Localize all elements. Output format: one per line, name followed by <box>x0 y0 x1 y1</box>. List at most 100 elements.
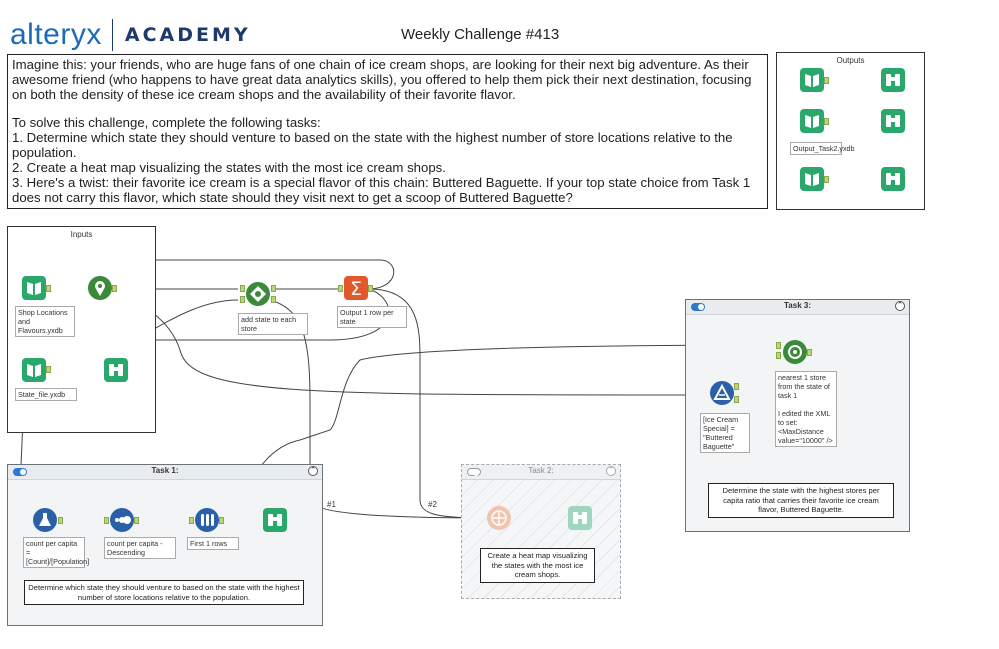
description-task-1: 1. Determine which state they should ven… <box>12 130 733 160</box>
output-anchor[interactable] <box>46 285 51 292</box>
output-input-tool-3[interactable] <box>800 167 824 191</box>
browse-tool-task2[interactable] <box>568 506 592 530</box>
task1-collapse-icon[interactable]: ⌃ <box>308 466 318 476</box>
task3-toggle[interactable] <box>691 303 705 311</box>
sigma-icon: Σ <box>350 278 362 300</box>
binoculars-icon <box>109 364 123 376</box>
outputs-box-title: Outputs <box>836 56 865 65</box>
wire-summarize-heatmap <box>368 288 486 519</box>
task2-toggle[interactable] <box>467 468 481 476</box>
input-tool-shop-locations[interactable] <box>22 276 46 300</box>
output-anchor[interactable] <box>824 118 829 125</box>
description-task-2: 2. Create a heat map visualizing the sta… <box>12 160 446 175</box>
output-anchor[interactable] <box>58 517 63 524</box>
input1-label: Shop Locations and Flavours.yxdb <box>15 306 75 337</box>
book-icon <box>805 173 819 186</box>
wire-input-filter <box>113 298 706 396</box>
sort-tool[interactable] <box>110 508 134 532</box>
browse-tool-state[interactable] <box>104 358 128 382</box>
inputs-box-title: Inputs <box>70 230 93 239</box>
task3-collapse-icon[interactable]: ⌃ <box>895 301 905 311</box>
filter-tool[interactable] <box>710 381 734 405</box>
formula-tool[interactable] <box>33 508 57 532</box>
connection-label-2: #2 <box>428 500 437 509</box>
task1-header: Task 1: ⌃ <box>8 465 322 480</box>
input2-label: State_file.yxdb <box>15 388 77 401</box>
output-file-label: Output_Task2.yxdb <box>790 142 855 155</box>
brand-name: alteryx <box>10 18 102 51</box>
input-anchor[interactable] <box>240 296 245 303</box>
binoculars-icon <box>886 115 900 127</box>
task3-header: Task 3: ⌃ <box>686 300 909 315</box>
binoculars-icon <box>268 514 282 526</box>
spatial-match-tool[interactable] <box>246 282 270 306</box>
binoculars-icon <box>886 74 900 86</box>
target-icon <box>788 345 802 359</box>
input-tool-state-file[interactable] <box>22 358 46 382</box>
book-icon <box>805 74 819 87</box>
input-anchor[interactable] <box>338 285 343 292</box>
task1-toggle[interactable] <box>13 468 27 476</box>
output-anchor[interactable] <box>134 517 139 524</box>
description-intro: Imagine this: your friends, who are huge… <box>12 57 752 102</box>
book-icon <box>27 282 41 295</box>
true-anchor[interactable] <box>734 383 739 390</box>
spatial-match-label: add state to each store <box>238 313 308 335</box>
geocode-tool[interactable] <box>88 276 112 300</box>
task2-collapse-icon[interactable]: ⌃ <box>606 466 616 476</box>
input-anchor[interactable] <box>776 352 781 359</box>
find-nearest-label: nearest 1 store from the state of task 1… <box>775 371 837 447</box>
binoculars-icon <box>886 173 900 185</box>
output-anchor[interactable] <box>271 285 276 292</box>
filter-triangle-icon <box>713 383 731 400</box>
description-tasks-heading: To solve this challenge, complete the fo… <box>12 115 321 130</box>
formula-label: count per capita = [Count]/[Population] <box>23 537 89 568</box>
test-tubes-icon <box>201 514 214 526</box>
output-anchor[interactable] <box>271 296 276 303</box>
heatmap-tool[interactable] <box>487 506 511 530</box>
input-anchor[interactable] <box>776 342 781 349</box>
find-nearest-tool[interactable] <box>783 340 807 364</box>
spatial-match-icon <box>250 286 266 302</box>
connection-label-1: #1 <box>327 500 336 509</box>
output-anchor[interactable] <box>824 77 829 84</box>
output-anchor[interactable] <box>368 285 373 292</box>
book-icon <box>27 364 41 377</box>
output-anchor[interactable] <box>807 349 812 356</box>
input-anchor[interactable] <box>240 285 245 292</box>
task3-title: Task 3: <box>784 301 811 310</box>
task2-header: Task 2: ⌃ <box>462 465 620 480</box>
sample-label: First 1 rows <box>187 537 239 550</box>
brand-logo: alteryx ACADEMY <box>10 18 251 52</box>
false-anchor[interactable] <box>734 396 739 403</box>
task2-note: Create a heat map visualizing the states… <box>480 548 595 583</box>
brand-subname: ACADEMY <box>124 24 251 46</box>
output-browse-tool-3[interactable] <box>881 167 905 191</box>
book-icon <box>805 115 819 128</box>
summarize-tool[interactable]: Σ <box>344 276 368 300</box>
sort-label: count per capita - Descending <box>104 537 176 559</box>
output-anchor[interactable] <box>219 517 224 524</box>
sample-tool[interactable] <box>195 508 219 532</box>
challenge-description: Imagine this: your friends, who are huge… <box>7 54 768 209</box>
output-anchor[interactable] <box>112 285 117 292</box>
filter-label: [Ice Cream Special] = "Buttered Baguette… <box>700 413 750 453</box>
browse-tool-task1[interactable] <box>263 508 287 532</box>
binoculars-icon <box>573 512 587 524</box>
input-anchor[interactable] <box>104 517 109 524</box>
task2-title: Task 2: <box>528 466 554 475</box>
output-input-tool-2[interactable] <box>800 109 824 133</box>
challenge-title: Weekly Challenge #413 <box>401 26 560 43</box>
map-pin-icon <box>95 281 105 296</box>
output-browse-tool-1[interactable] <box>881 68 905 92</box>
output-anchor[interactable] <box>46 366 51 373</box>
output-anchor[interactable] <box>824 176 829 183</box>
svg-text:Σ: Σ <box>350 278 362 300</box>
output-browse-tool-2[interactable] <box>881 109 905 133</box>
input-anchor[interactable] <box>189 517 194 524</box>
task3-note: Determine the state with the highest sto… <box>708 483 894 518</box>
description-task-3: 3. Here's a twist: their favorite ice cr… <box>12 175 751 205</box>
sort-dots-icon <box>115 516 131 524</box>
output-input-tool-1[interactable] <box>800 68 824 92</box>
summarize-label: Output 1 row per state <box>337 306 407 328</box>
